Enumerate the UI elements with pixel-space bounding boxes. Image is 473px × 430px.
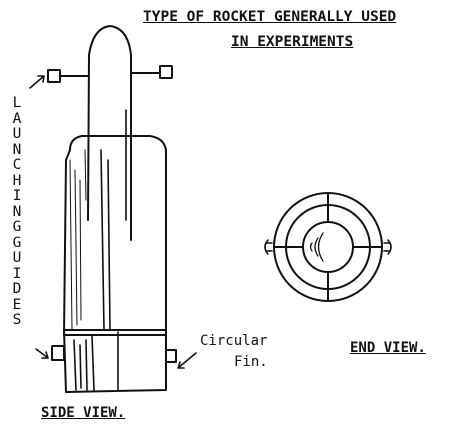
circular-fin-label-line-2: Fin. <box>234 354 268 370</box>
upper-guide-left <box>47 69 89 83</box>
rocket-fin <box>63 329 167 393</box>
side-view-label: SIDE VIEW. <box>41 405 126 421</box>
rocket-nose <box>87 25 132 241</box>
fin-arrow <box>177 352 197 369</box>
end-view-spokes <box>273 192 383 302</box>
top-guide-arrow <box>29 75 45 89</box>
end-view-guides <box>264 239 392 255</box>
diagram-title-line-1: TYPE OF ROCKET GENERALLY USED <box>143 9 397 25</box>
circular-fin-label-line-1: Circular <box>200 333 268 349</box>
nose-lines <box>100 109 127 331</box>
guide-arrow-left <box>35 348 49 359</box>
body-shading <box>69 149 87 331</box>
upper-guide-right <box>130 65 173 79</box>
lower-guide-right <box>165 349 177 363</box>
rocket-body <box>63 135 167 336</box>
end-view-arcs <box>309 232 324 262</box>
lower-guide-left <box>51 345 65 361</box>
end-view-label: END VIEW. <box>350 340 426 356</box>
fin-lines <box>73 331 119 391</box>
diagram-title-line-2: IN EXPERIMENTS <box>231 34 354 50</box>
launching-guides-label: LAUNCHINGGUIDES <box>12 95 22 328</box>
